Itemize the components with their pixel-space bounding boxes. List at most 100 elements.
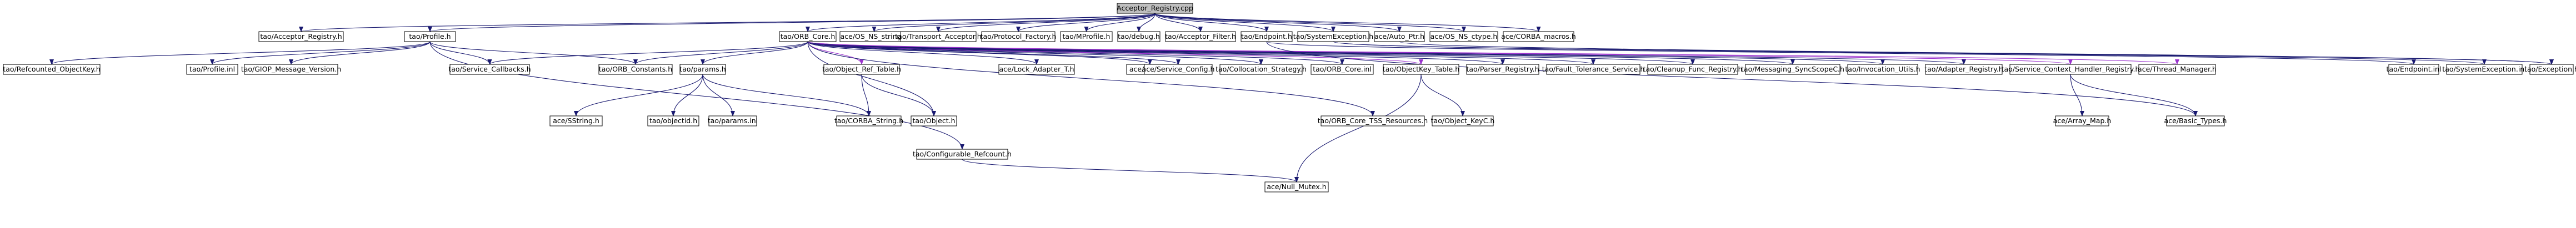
- node-box-os_ns_ctype[interactable]: [1429, 31, 1498, 42]
- node-auto_ptr[interactable]: ace/Auto_Ptr.h: [1374, 31, 1425, 42]
- node-box-array_map[interactable]: [2055, 115, 2109, 126]
- node-svc_callbacks[interactable]: tao/Service_Callbacks.h: [448, 64, 531, 75]
- node-invocation_utils[interactable]: tao/Invocation_Utils.h: [1845, 64, 1920, 75]
- node-box-corba_macros[interactable]: [1503, 31, 1574, 42]
- node-parser_registry[interactable]: tao/Parser_Registry.h: [1466, 64, 1539, 75]
- node-box-orb_constants[interactable]: [598, 64, 673, 75]
- node-giop_msg_ver[interactable]: tao/GIOP_Message_Version.h: [241, 64, 341, 75]
- node-profile_inl[interactable]: tao/Profile.inl: [186, 64, 238, 75]
- node-box-orb_core_inl[interactable]: [1310, 64, 1374, 75]
- node-endpoint_h[interactable]: tao/Endpoint.h: [1241, 31, 1293, 42]
- node-box-collocation_strategy[interactable]: [1219, 64, 1303, 75]
- node-box-messaging_sync[interactable]: [1745, 64, 1840, 75]
- node-thread_manager[interactable]: ace/Thread_Manager.h: [2138, 64, 2217, 75]
- node-corba_string[interactable]: tao/CORBA_String.h: [834, 115, 903, 126]
- node-acceptor_filter[interactable]: tao/Acceptor_Filter.h: [1165, 31, 1236, 42]
- edge-configurable_rc-to-null_mutex: [962, 159, 1299, 183]
- node-orb_constants[interactable]: tao/ORB_Constants.h: [598, 64, 673, 75]
- node-box-protocol_factory[interactable]: [981, 31, 1056, 42]
- node-service_config[interactable]: ace/Service_Config.h: [1142, 64, 1215, 75]
- node-box-mprofile_h[interactable]: [1060, 31, 1113, 42]
- node-box-parser_registry[interactable]: [1466, 64, 1539, 75]
- node-exception_h[interactable]: tao/Exception.h: [2524, 64, 2576, 75]
- node-null_mutex[interactable]: ace/Null_Mutex.h: [1264, 181, 1329, 192]
- node-adapter_registry[interactable]: tao/Adapter_Registry.h: [1924, 64, 2003, 75]
- node-box-obj_ref_table[interactable]: [823, 64, 900, 75]
- node-os_ns_ctype[interactable]: ace/OS_NS_ctype.h: [1429, 31, 1498, 42]
- node-debug_h[interactable]: tao/debug.h: [1117, 31, 1161, 42]
- node-refcounted_ok[interactable]: tao/Refcounted_ObjectKey.h: [3, 64, 101, 75]
- edge-endpoint_h-to-endpoint_inl: [1266, 41, 2416, 65]
- node-basic_types[interactable]: ace/Basic_Types.h: [2164, 115, 2227, 126]
- node-box-root[interactable]: [1117, 3, 1193, 14]
- node-box-thread_manager[interactable]: [2138, 64, 2216, 75]
- node-profile_h[interactable]: tao/Profile.h: [404, 31, 456, 42]
- node-params_h[interactable]: tao/params.h: [679, 64, 726, 75]
- node-box-acceptor_filter[interactable]: [1165, 31, 1236, 42]
- node-objectkey_table[interactable]: tao/ObjectKey_Table.h: [1383, 64, 1459, 75]
- node-box-sstring_h[interactable]: [549, 115, 603, 126]
- node-box-adapter_registry[interactable]: [1925, 64, 2003, 75]
- node-box-objectkey_table[interactable]: [1383, 64, 1459, 75]
- node-transport_acc[interactable]: tao/Transport_Acceptor.h: [895, 31, 982, 42]
- node-box-configurable_rc[interactable]: [916, 149, 1008, 160]
- node-box-giop_msg_ver[interactable]: [244, 64, 338, 75]
- node-box-svc_ctx_handler[interactable]: [2009, 64, 2132, 75]
- node-box-auto_ptr[interactable]: [1374, 31, 1425, 42]
- node-acc_reg_h[interactable]: tao/Acceptor_Registry.h: [258, 31, 344, 42]
- node-params_inl[interactable]: tao/params.inl: [708, 115, 758, 126]
- node-box-exception_h[interactable]: [2529, 64, 2574, 75]
- node-box-params_h[interactable]: [679, 64, 726, 75]
- node-box-endpoint_inl[interactable]: [2388, 64, 2439, 75]
- node-messaging_sync[interactable]: tao/Messaging_SyncScopeC.h: [1741, 64, 1844, 75]
- node-box-basic_types[interactable]: [2166, 115, 2225, 126]
- node-label-orb_core_tss: tao/ORB_Core_TSS_Resources.h: [1318, 116, 1428, 125]
- node-sysexc_h[interactable]: tao/SystemException.h: [1293, 31, 1373, 42]
- node-sysexc_inl[interactable]: tao/SystemException.inl: [2442, 64, 2527, 75]
- node-cleanup_func[interactable]: tao/Cleanup_Func_Registry.h: [1643, 64, 1743, 75]
- node-box-orb_core_tss[interactable]: [1320, 115, 1425, 126]
- node-orb_core_tss[interactable]: tao/ORB_Core_TSS_Resources.h: [1318, 115, 1428, 126]
- node-box-invocation_utils[interactable]: [1847, 64, 1918, 75]
- node-orb_core_inl[interactable]: tao/ORB_Core.inl: [1310, 64, 1374, 75]
- node-box-objectid_h[interactable]: [647, 115, 699, 126]
- node-collocation_strategy[interactable]: tao/Collocation_Strategy.h: [1216, 64, 1307, 75]
- node-array_map[interactable]: ace/Array_Map.h: [2053, 115, 2112, 126]
- node-box-object_keyc[interactable]: [1432, 115, 1494, 126]
- node-box-refcounted_ok[interactable]: [3, 64, 101, 75]
- node-object_keyc[interactable]: tao/Object_KeyC.h: [1431, 115, 1495, 126]
- node-box-endpoint_h[interactable]: [1241, 31, 1293, 42]
- node-box-orb_core_h[interactable]: [779, 31, 837, 42]
- node-box-sysexc_h[interactable]: [1297, 31, 1369, 42]
- node-box-null_mutex[interactable]: [1264, 181, 1329, 192]
- node-box-debug_h[interactable]: [1117, 31, 1161, 42]
- node-box-service_config[interactable]: [1144, 64, 1213, 75]
- node-box-lock_adapter[interactable]: [998, 64, 1075, 75]
- node-objectid_h[interactable]: tao/objectid.h: [647, 115, 699, 126]
- node-box-corba_string[interactable]: [836, 115, 902, 126]
- node-mprofile_h[interactable]: tao/MProfile.h: [1060, 31, 1113, 42]
- node-label-invocation_utils: tao/Invocation_Utils.h: [1845, 65, 1920, 73]
- node-configurable_rc[interactable]: tao/Configurable_Refcount.h: [913, 149, 1012, 160]
- node-box-fault_tol[interactable]: [1546, 64, 1640, 75]
- node-box-profile_inl[interactable]: [186, 64, 238, 75]
- node-obj_ref_table[interactable]: tao/Object_Ref_Table.h: [822, 64, 901, 75]
- node-box-object_h[interactable]: [911, 115, 957, 126]
- node-sstring_h[interactable]: ace/SString.h: [549, 115, 603, 126]
- node-root[interactable]: Acceptor_Registry.cpp: [1117, 3, 1193, 14]
- node-corba_macros[interactable]: ace/CORBA_macros.h: [1501, 31, 1576, 42]
- node-box-params_inl[interactable]: [708, 115, 757, 126]
- node-box-transport_acc[interactable]: [900, 31, 977, 42]
- node-object_h[interactable]: tao/Object.h: [911, 115, 957, 126]
- node-lock_adapter[interactable]: ace/Lock_Adapter_T.h: [998, 64, 1075, 75]
- node-svc_ctx_handler[interactable]: tao/Service_Context_Handler_Registry.h: [2002, 64, 2140, 75]
- node-box-acc_reg_h[interactable]: [258, 31, 344, 42]
- node-box-cleanup_func[interactable]: [1647, 64, 1738, 75]
- node-box-svc_callbacks[interactable]: [449, 64, 530, 75]
- node-box-sysexc_inl[interactable]: [2446, 64, 2523, 75]
- node-box-profile_h[interactable]: [404, 31, 456, 42]
- node-endpoint_inl[interactable]: tao/Endpoint.inl: [2387, 64, 2442, 75]
- node-orb_core_h[interactable]: tao/ORB_Core.h: [779, 31, 837, 42]
- node-fault_tol[interactable]: tao/Fault_Tolerance_Service.h: [1542, 64, 1645, 75]
- node-protocol_factory[interactable]: tao/Protocol_Factory.h: [981, 31, 1057, 42]
